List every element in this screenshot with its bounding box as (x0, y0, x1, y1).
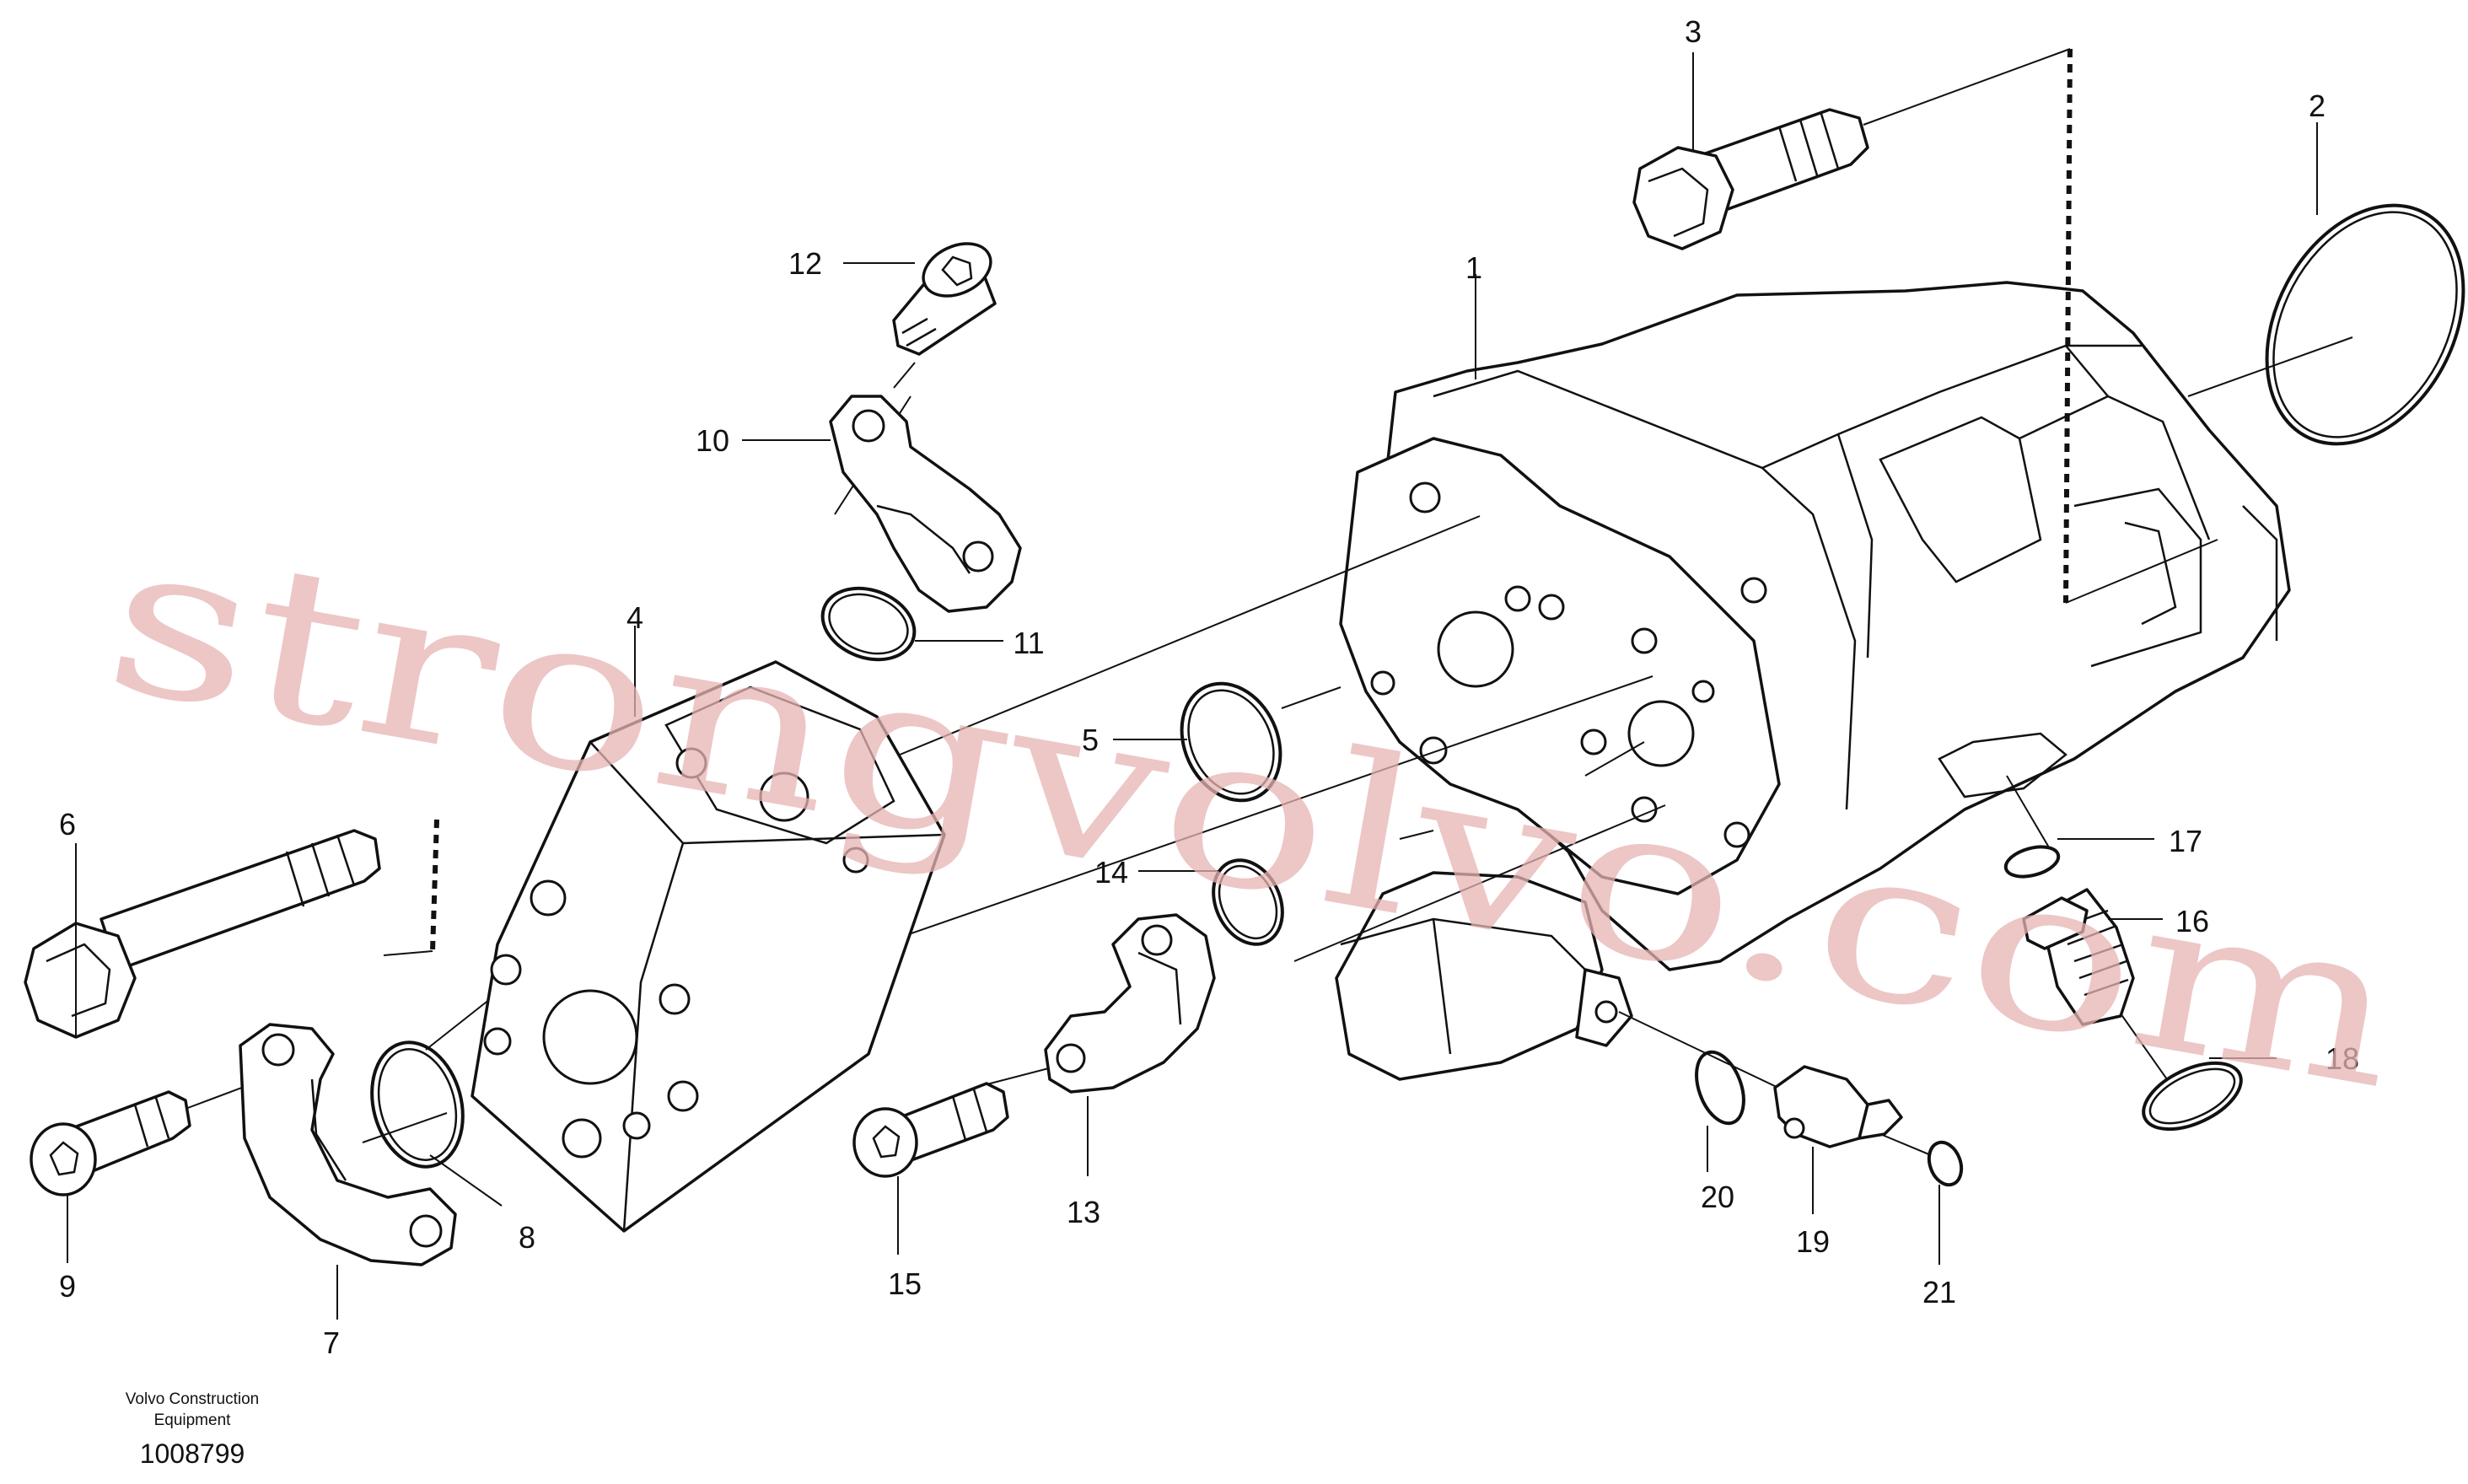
callout-16: 16 (2175, 904, 2209, 938)
socket-screw-9 (30, 1090, 191, 1196)
callout-13: 13 (1067, 1195, 1100, 1229)
callout-3: 3 (1685, 14, 1702, 49)
threaded-adapter-16 (2022, 888, 2135, 1026)
callout-4: 4 (626, 600, 643, 635)
callout-6: 6 (59, 807, 76, 841)
caption-line-1: Volvo Construction (126, 1390, 259, 1408)
callout-10: 10 (696, 423, 729, 458)
socket-screw-15 (852, 1082, 1009, 1178)
callout-15: 15 (888, 1266, 922, 1301)
o-ring-5 (1180, 681, 1282, 803)
hex-bolt-3 (1632, 108, 1869, 250)
o-ring-8 (370, 1040, 465, 1169)
callout-8: 8 (519, 1220, 535, 1255)
o-ring-11 (820, 586, 917, 662)
pump-housing (1335, 281, 2291, 1081)
callout-9: 9 (59, 1269, 76, 1304)
dashed-boundary-left (430, 819, 439, 952)
valve-block-4 (470, 660, 946, 1233)
o-ring-large (2265, 203, 2465, 446)
o-ring-14 (1212, 858, 1284, 946)
hex-bolt-6 (24, 829, 381, 1039)
callout-17: 17 (2169, 824, 2202, 858)
document-number: 1008799 (140, 1438, 245, 1469)
callout-2: 2 (2309, 89, 2326, 123)
o-ring-20 (1695, 1050, 1745, 1126)
callout-5: 5 (1082, 723, 1099, 757)
callout-19: 19 (1796, 1224, 1830, 1259)
o-ring-21 (1927, 1140, 1964, 1187)
socket-screw-12 (892, 242, 997, 356)
callout-14: 14 (1094, 855, 1128, 890)
callout-11: 11 (1013, 626, 1044, 660)
callout-7: 7 (323, 1325, 340, 1360)
o-ring-17 (2003, 845, 2061, 879)
flange-clamp-13 (1044, 913, 1216, 1094)
callout-labels: 1 2 3 4 5 6 7 8 9 10 11 12 13 14 15 16 1… (59, 14, 2359, 1360)
callout-12: 12 (788, 246, 822, 281)
flange-clamp-10 (829, 395, 1022, 613)
callout-1: 1 (1465, 250, 1482, 285)
dashed-boundary-right (2063, 48, 2073, 604)
callout-20: 20 (1701, 1180, 1734, 1214)
flange-clamp-7 (239, 1023, 457, 1266)
o-ring-18 (2142, 1061, 2243, 1132)
callout-18: 18 (2326, 1041, 2359, 1076)
caption-block: Volvo Construction Equipment 1008799 (126, 1390, 259, 1469)
caption-line-2: Equipment (154, 1411, 232, 1429)
sensor-fitting-19 (1773, 1065, 1903, 1148)
callout-leaders (67, 52, 2318, 1320)
callout-21: 21 (1922, 1275, 1956, 1309)
